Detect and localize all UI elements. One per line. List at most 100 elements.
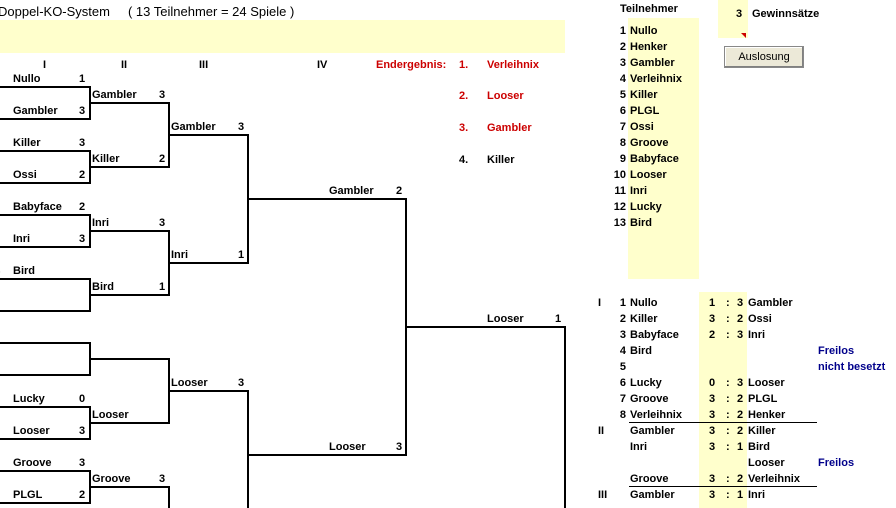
bracket-player: Looser bbox=[329, 441, 366, 453]
participant-name[interactable]: Inri bbox=[630, 185, 648, 197]
bracket-score: 1 bbox=[238, 249, 245, 261]
match-colon: : bbox=[726, 425, 730, 437]
bracket-score: 3 bbox=[79, 105, 86, 117]
match-score-b: 2 bbox=[737, 393, 744, 405]
page-title: Doppel-KO-System( 13 Teilnehmer = 24 Spi… bbox=[0, 4, 295, 19]
match-number: 6 bbox=[619, 377, 626, 389]
match-player-a: Groove bbox=[630, 473, 669, 485]
bracket-score: 2 bbox=[79, 489, 86, 501]
match-player-b: Inri bbox=[748, 329, 766, 341]
score-column bbox=[699, 292, 747, 508]
bracket-player: PLGL bbox=[13, 489, 43, 501]
draw-button[interactable]: Auslosung bbox=[724, 46, 804, 68]
participant-name[interactable]: Looser bbox=[630, 169, 667, 181]
sets-label: Gewinnsätze bbox=[752, 8, 820, 20]
round-header: II bbox=[121, 59, 128, 71]
bracket-player: Inri bbox=[171, 249, 189, 261]
bracket-player: Inri bbox=[92, 217, 110, 229]
result-label: Endergebnis: bbox=[376, 59, 447, 71]
result-rank: 1. bbox=[459, 59, 469, 71]
match-score-a: 3 bbox=[709, 473, 716, 485]
match-player-a: Babyface bbox=[630, 329, 679, 341]
participant-name[interactable]: PLGL bbox=[630, 105, 660, 117]
match-score-b: 2 bbox=[737, 425, 744, 437]
participant-name[interactable]: Henker bbox=[630, 41, 668, 53]
match-score-b: 3 bbox=[737, 377, 744, 389]
bracket-player: Looser bbox=[171, 377, 208, 389]
result-name: Gambler bbox=[487, 122, 532, 134]
match-number: 3 bbox=[619, 329, 626, 341]
match-player-b: Verleihnix bbox=[748, 473, 800, 485]
divider bbox=[629, 486, 817, 487]
participant-name[interactable]: Nullo bbox=[630, 25, 658, 37]
bracket-score: 3 bbox=[159, 217, 166, 229]
participant-name[interactable]: Babyface bbox=[630, 153, 679, 165]
match-score-a: 1 bbox=[709, 297, 716, 309]
match-score-a: 3 bbox=[709, 489, 716, 501]
match-score-b: 2 bbox=[737, 409, 744, 421]
match-player-b: Bird bbox=[748, 441, 770, 453]
bracket-player: Groove bbox=[92, 473, 131, 485]
round-header: III bbox=[199, 59, 209, 71]
bracket-player: Looser bbox=[487, 313, 524, 325]
match-player-a: Inri bbox=[630, 441, 648, 453]
bracket-player: Looser bbox=[13, 425, 50, 437]
match-player-b: Henker bbox=[748, 409, 786, 421]
sets-cell[interactable] bbox=[718, 0, 748, 38]
bracket-score: 2 bbox=[396, 185, 403, 197]
match-colon: : bbox=[726, 393, 730, 405]
participant-name[interactable]: Lucky bbox=[630, 201, 662, 213]
match-score-b: 3 bbox=[737, 297, 744, 309]
result-name: Looser bbox=[487, 90, 524, 102]
bracket-player: Babyface bbox=[13, 201, 62, 213]
participant-name[interactable]: Groove bbox=[630, 137, 669, 149]
bracket-score: 3 bbox=[238, 377, 245, 389]
result-name: Verleihnix bbox=[487, 59, 539, 71]
bracket-score: 3 bbox=[79, 137, 86, 149]
match-round: II bbox=[598, 425, 605, 437]
bracket-score: 3 bbox=[79, 425, 86, 437]
match-colon: : bbox=[726, 313, 730, 325]
match-number: 8 bbox=[619, 409, 626, 421]
match-colon: : bbox=[726, 297, 730, 309]
header-band bbox=[0, 20, 565, 53]
participant-name[interactable]: Killer bbox=[630, 89, 658, 101]
match-score-b: 2 bbox=[737, 313, 744, 325]
bracket-player: Inri bbox=[13, 233, 31, 245]
bracket-score: 3 bbox=[396, 441, 403, 453]
match-colon: : bbox=[726, 489, 730, 501]
bracket-player: Bird bbox=[13, 265, 35, 277]
match-player-a: Lucky bbox=[630, 377, 662, 389]
bracket-score: 3 bbox=[79, 233, 86, 245]
bracket-player: Gambler bbox=[171, 121, 216, 133]
bracket-score: 2 bbox=[159, 153, 166, 165]
match-player-b: Killer bbox=[748, 425, 776, 437]
bracket-score: 3 bbox=[159, 89, 166, 101]
match-player-a: Groove bbox=[630, 393, 669, 405]
participant-name[interactable]: Ossi bbox=[630, 121, 654, 133]
bracket-player: Lucky bbox=[13, 393, 45, 405]
participants-header: Teilnehmer bbox=[620, 3, 678, 15]
match-colon: : bbox=[726, 377, 730, 389]
match-score-a: 3 bbox=[709, 393, 716, 405]
bracket-score: 3 bbox=[159, 473, 166, 485]
match-round: III bbox=[598, 489, 608, 501]
match-number: 7 bbox=[619, 393, 626, 405]
bracket-player: Gambler bbox=[329, 185, 374, 197]
match-score-a: 3 bbox=[709, 425, 716, 437]
match-round: I bbox=[598, 297, 602, 309]
bracket-player: Bird bbox=[92, 281, 114, 293]
match-player-b: Looser bbox=[748, 377, 785, 389]
participant-name[interactable]: Bird bbox=[630, 217, 652, 229]
divider bbox=[629, 422, 817, 423]
bracket-player: Looser bbox=[92, 409, 129, 421]
match-player-b: Ossi bbox=[748, 313, 772, 325]
participants-list bbox=[628, 18, 699, 279]
match-player-b: Looser bbox=[748, 457, 785, 469]
participant-name[interactable]: Verleihnix bbox=[630, 73, 682, 85]
participant-name[interactable]: Gambler bbox=[630, 57, 675, 69]
result-rank: 3. bbox=[459, 122, 469, 134]
bracket-player: Gambler bbox=[92, 89, 137, 101]
sets-count[interactable]: 3 bbox=[736, 8, 743, 20]
match-number: 4 bbox=[619, 345, 626, 357]
